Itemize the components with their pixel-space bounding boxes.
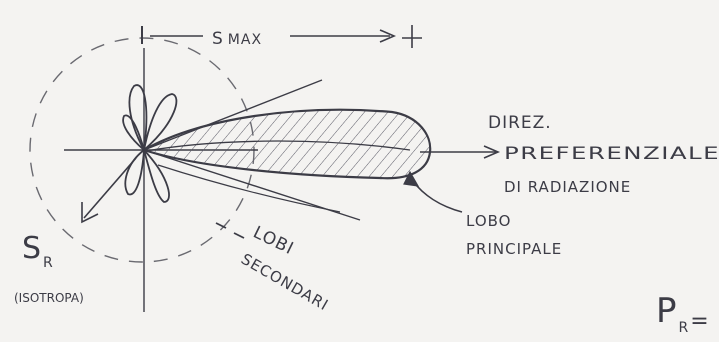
- s-r-symbol: S: [22, 231, 41, 266]
- s-r-arrow-line: [84, 158, 136, 218]
- side-lobes-label-line1: LOBI: [250, 223, 297, 260]
- main-lobe-label: LOBO PRINCIPALE: [466, 212, 562, 258]
- main-lobe-label-line2: PRINCIPALE: [466, 240, 562, 258]
- main-lobe-arrow-line: [412, 180, 462, 212]
- side-lobes-dash-2: [234, 233, 244, 238]
- side-lobes-label: LOBI SECONDARI: [238, 223, 332, 315]
- s-max-symbol: S: [212, 29, 224, 49]
- side-lobes-label-line2: SECONDARI: [238, 250, 332, 315]
- side-lobe-lower-left: [125, 150, 144, 195]
- side-lobe-lower-right: [144, 150, 169, 202]
- main-lobe-label-line1: LOBO: [466, 212, 511, 230]
- direction-label: DIREZ. PREFERENZIALE DI RADIAZIONE: [488, 113, 719, 196]
- p-r-subscript: R: [679, 320, 689, 336]
- main-lobe: [144, 110, 430, 178]
- isotropic-label: (ISOTROPA): [14, 291, 84, 305]
- s-r-subscript: R: [43, 255, 53, 271]
- s-max-subscript: MAX: [228, 32, 262, 48]
- direction-label-line2: PREFERENZIALE: [504, 144, 719, 164]
- p-r-equals: =: [690, 309, 708, 334]
- direction-label-line1: DIREZ.: [488, 113, 552, 133]
- p-r-symbol: P: [656, 291, 677, 331]
- side-lobes-pointer: [216, 223, 244, 238]
- direction-label-line3: DI RADIAZIONE: [504, 178, 631, 196]
